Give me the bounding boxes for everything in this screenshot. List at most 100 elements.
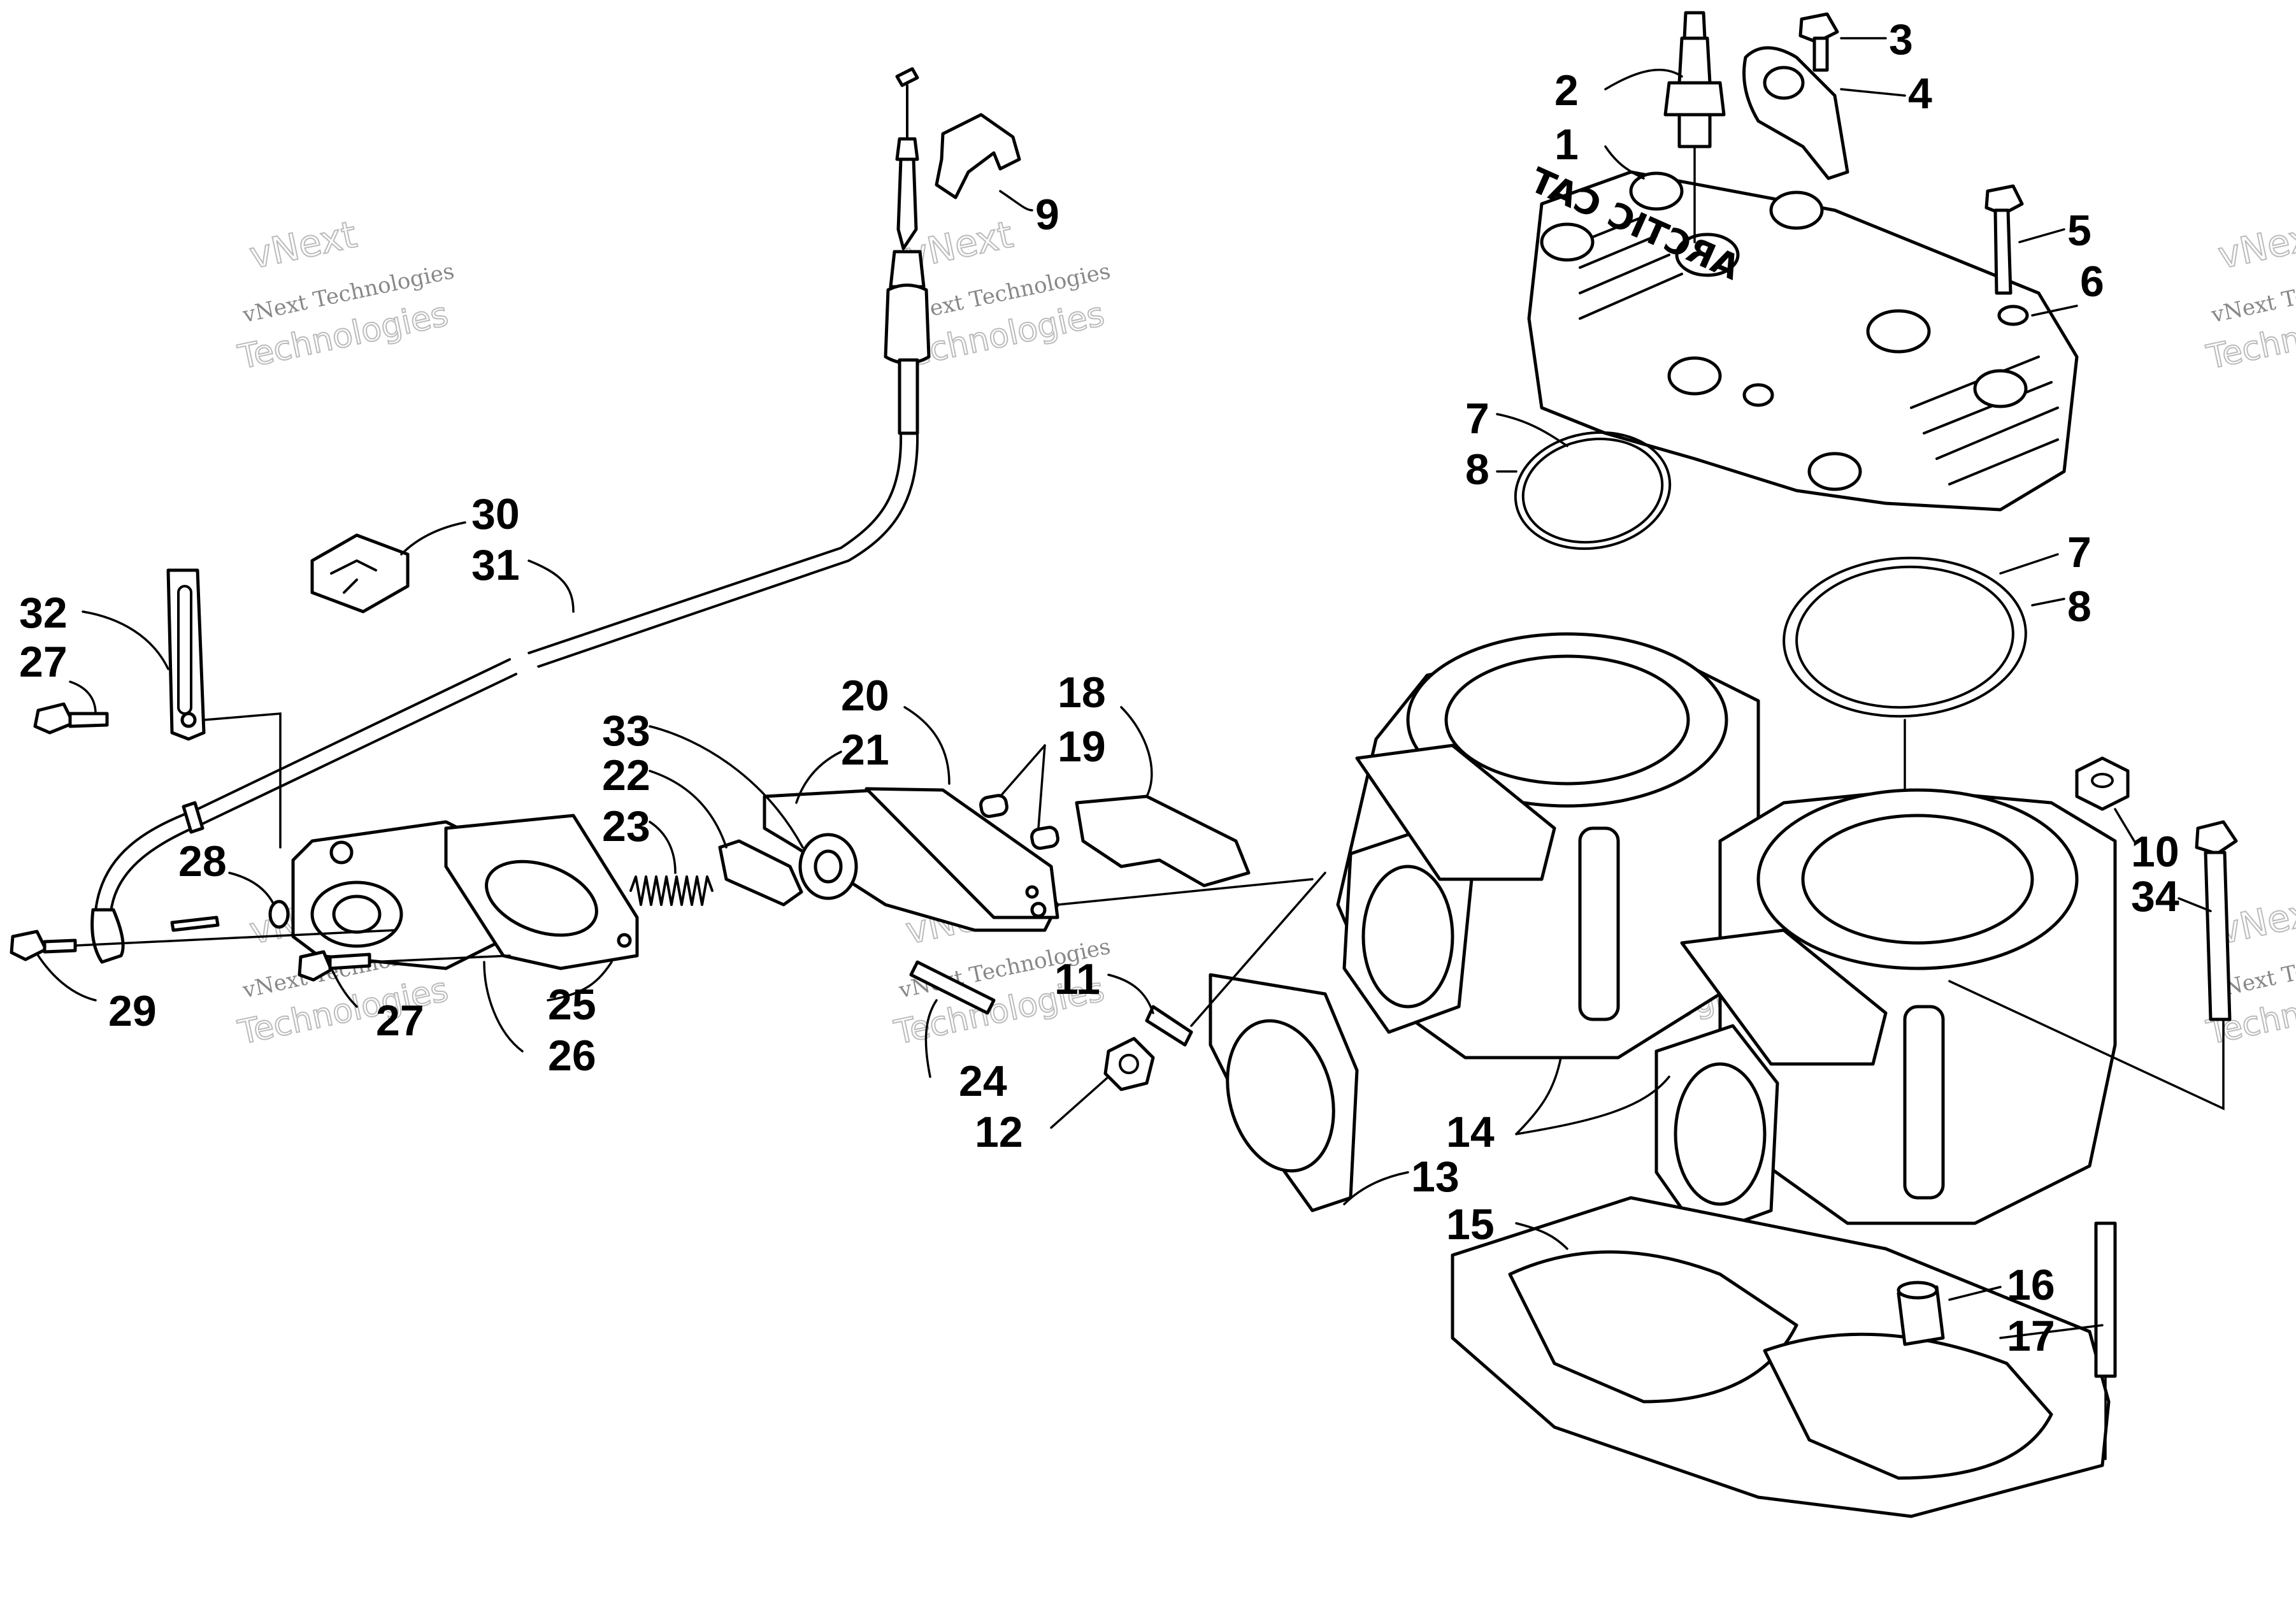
callout-23: 23	[602, 802, 650, 851]
cylinder-left-exhaust-port	[1361, 865, 1454, 1009]
cable-barrel	[896, 157, 918, 250]
valve-gasket-hole-a	[1030, 902, 1047, 918]
callout-5: 5	[2067, 206, 2092, 255]
o-ring-7-upper	[1521, 437, 1664, 544]
callout-27-top: 27	[19, 638, 68, 686]
leader-33	[2178, 897, 2212, 912]
callout-8-lower: 8	[2067, 582, 2092, 631]
watermark-vnext: vNext	[246, 213, 361, 278]
leader-exhaust-link	[1190, 872, 1326, 1027]
leader-11	[1107, 974, 1154, 1014]
spark-plug-insulator	[1677, 36, 1712, 85]
head-bolt-boss	[1667, 356, 1722, 396]
leader-30	[400, 521, 466, 556]
spark-plug-hex	[1663, 81, 1726, 117]
callout-14: 14	[1446, 1108, 1495, 1156]
leader-14b	[1515, 1075, 1670, 1135]
nut-10	[2075, 756, 2130, 811]
cable-ferrule	[895, 137, 919, 161]
leader-27a	[69, 680, 97, 715]
leader-4	[1840, 88, 1906, 97]
spark-plug-hole-right	[1866, 309, 1931, 354]
leader-strap-link	[203, 712, 282, 849]
callout-9: 9	[1035, 190, 1059, 239]
gasket-25-hole	[617, 933, 632, 948]
pin-19-b	[1030, 826, 1059, 850]
cylinder-right-bolt-tube	[1903, 1005, 1945, 1200]
adapter-hole	[329, 840, 354, 865]
mounting-strap-hole	[180, 712, 197, 728]
callout-4: 4	[1908, 69, 1932, 118]
callout-26: 26	[548, 1031, 596, 1080]
callout-34: 32	[19, 589, 68, 637]
cable-housing-upper-b	[534, 432, 919, 669]
lifting-bracket-hole	[1763, 66, 1805, 100]
callout-3: 3	[1889, 15, 1913, 64]
callout-22: 22	[602, 751, 650, 800]
cable-sheath-top	[898, 358, 919, 435]
fin	[1579, 254, 1670, 294]
leader-20	[903, 706, 951, 785]
leader-34	[82, 610, 169, 670]
base-gasket-bore-left	[1508, 1250, 1798, 1404]
leader-29	[37, 954, 97, 1002]
washer-28	[268, 900, 290, 929]
leader-13	[1343, 1171, 1409, 1205]
callout-21: 21	[841, 726, 889, 774]
valve-housing-boss-inner	[814, 849, 843, 884]
callout-24: 24	[959, 1057, 1007, 1105]
bolt-3-shank	[1812, 36, 1829, 72]
callout-7-upper: 7	[1465, 394, 1489, 443]
cable-clip-bracket	[935, 113, 1021, 199]
bolt-27-mid-shank	[328, 952, 371, 970]
bolt-27-top-head	[33, 702, 75, 735]
watermark-edge-right: vNext vNext Technologies Technologies	[2203, 212, 2296, 378]
callout-32: 33	[602, 707, 650, 755]
callout-12: 12	[975, 1108, 1023, 1156]
nut-10-hole	[2091, 773, 2114, 788]
cylinder-right	[1654, 788, 2117, 1238]
cylinder-left	[1336, 632, 1760, 1060]
cylinder-left-bore	[1444, 654, 1690, 786]
leader-22	[649, 770, 728, 849]
cable-break-upper	[519, 651, 539, 672]
o-ring-pair-upper	[1514, 431, 1672, 550]
cylinder-head-fins	[1579, 215, 2059, 485]
exhaust-gasket-port	[1226, 1019, 1335, 1173]
leader-23	[649, 821, 677, 874]
callout-31: 31	[471, 541, 520, 589]
base-gasket-15	[1451, 1196, 2111, 1518]
leader-7b	[1999, 553, 2059, 575]
leader-6	[2031, 305, 2078, 317]
leader-16	[1948, 1286, 2002, 1301]
callout-16: 16	[2007, 1261, 2055, 1309]
adapter-port-inner	[332, 895, 382, 934]
leader-18	[1120, 706, 1153, 798]
callout-27-mid: 27	[376, 996, 424, 1045]
callout-6: 6	[2080, 257, 2104, 306]
fin	[1579, 234, 1658, 269]
leader-bolt29-link	[75, 929, 396, 947]
head-bolt-boss	[1807, 452, 1862, 491]
gasket-25-port	[485, 859, 598, 937]
leader-31	[527, 559, 575, 613]
o-ring-7-lower	[1795, 565, 2014, 709]
leader-1	[1604, 145, 1645, 180]
callout-25: 25	[548, 981, 596, 1029]
stud-17	[2094, 1221, 2117, 1378]
callout-labels: 2 3 4 1 5 6 7 8 7 8 9 10 11 12 13 14 15 …	[19, 15, 2179, 1360]
leader-14a	[1515, 1056, 1562, 1135]
cable-collar	[182, 801, 204, 834]
callout-13: 13	[1411, 1153, 1460, 1201]
leader-10	[2114, 808, 2135, 842]
spark-plug-hole-left	[1675, 233, 1740, 277]
callout-30: 30	[471, 490, 520, 538]
exhaust-gasket-13	[1209, 973, 1359, 1212]
cable-clip-slot	[330, 559, 377, 594]
cylinder-right-bore	[1801, 814, 2034, 945]
leader-7a	[1496, 413, 1568, 447]
callout-7-lower: 7	[2067, 528, 2092, 577]
bolt-33-alignment	[1948, 980, 2225, 1110]
watermark-vnext: vNext	[2214, 213, 2296, 278]
